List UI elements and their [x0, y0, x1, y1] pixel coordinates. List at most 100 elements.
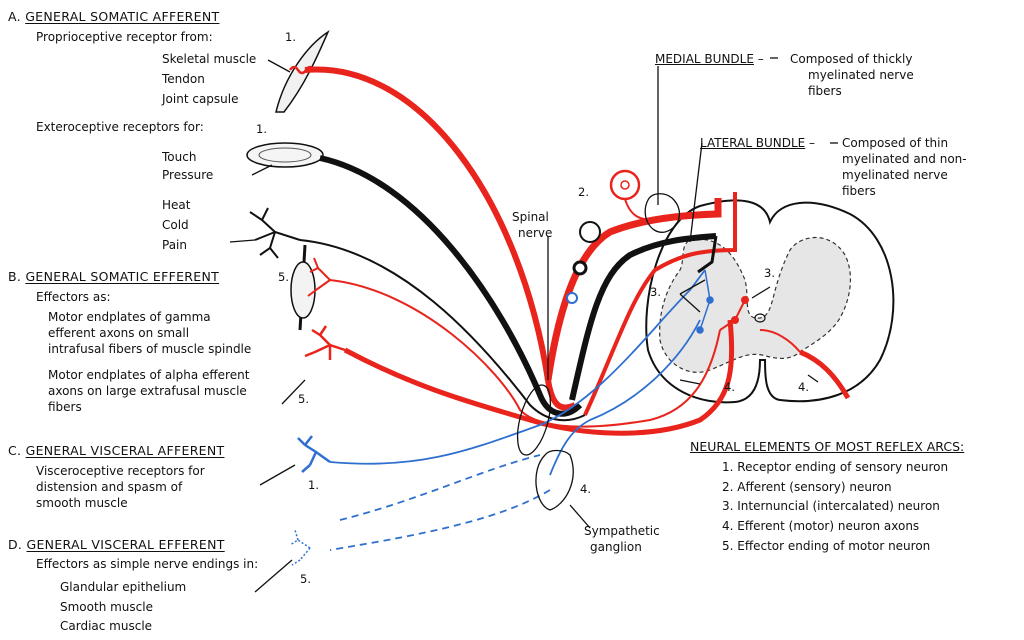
section-b-title: GENERAL SOMATIC EFFERENT [25, 269, 220, 284]
ganglion-cell-blue [566, 292, 578, 304]
gamma-line-2: efferent axons on small [48, 326, 190, 340]
medial-bundle-black [569, 233, 717, 401]
medial-bundle-desc-3: fibers [808, 84, 842, 98]
legend-item-1: 1. Receptor ending of sensory neuron [722, 460, 949, 474]
marker-1-muscle: 1. [285, 30, 296, 44]
section-d-title: GENERAL VISCERAL EFFERENT [26, 537, 225, 552]
legend-item-2: 2. Afferent (sensory) neuron [722, 480, 892, 494]
lateral-bundle-desc-2: myelinated and non- [842, 152, 967, 166]
item-cold: Cold [162, 218, 189, 232]
item-tendon: Tendon [162, 72, 205, 86]
medial-bundle-desc-1: Composed of thickly [790, 52, 913, 66]
sympathetic-ganglion-label-2: ganglion [590, 540, 642, 554]
sympathetic-ganglion-outline [535, 449, 574, 511]
visceral-efferent-preganglionic [549, 319, 701, 476]
gray-matter [659, 237, 851, 373]
spinal-nerve-sheath [516, 384, 552, 456]
visceroceptive-line-3: smooth muscle [36, 496, 128, 510]
marker-5-spindle: 5. [278, 270, 289, 284]
dorsal-root-ganglion-outline [644, 193, 681, 233]
marker-4-cord-left: 4. [724, 380, 735, 394]
lateral-bundle-title: LATERAL BUNDLE [700, 136, 806, 150]
item-heat: Heat [162, 198, 191, 212]
spinal-nerve-label-2: nerve [518, 226, 553, 240]
internuncial-neurons [719, 296, 801, 353]
section-d-heading: D. GENERAL VISCERAL EFFERENT [8, 538, 225, 552]
alpha-line-2: axons on large extrafusal muscle [48, 384, 247, 398]
medial-bundle-title: MEDIAL BUNDLE [655, 52, 754, 66]
visceroceptive-line-2: distension and spasm of [36, 480, 183, 494]
contralateral-fiber [799, 349, 851, 400]
section-b-letter: B. [8, 269, 22, 284]
section-a-heading: A. GENERAL SOMATIC AFFERENT [8, 10, 219, 24]
item-joint-capsule: Joint capsule [162, 92, 239, 106]
visceral-afferent-fiber [329, 269, 706, 465]
medial-bundle-thick-red [544, 198, 722, 381]
item-touch: Touch [162, 150, 197, 164]
section-a-letter: A. [8, 9, 21, 24]
visceral-effector-icon [289, 529, 311, 566]
item-skeletal-muscle: Skeletal muscle [162, 52, 257, 66]
lateral-bundle-label: LATERAL BUNDLE – [700, 136, 816, 150]
ganglion-cell-small [572, 260, 588, 276]
pain-fiber [299, 239, 586, 422]
item-pressure: Pressure [162, 168, 214, 182]
visceroceptor-icon [297, 435, 331, 473]
legend-title: NEURAL ELEMENTS OF MOST REFLEX ARCS: [690, 439, 965, 454]
blue-cord-neurons [696, 269, 714, 334]
leader-lines [229, 57, 838, 593]
effectors-label: Effectors as: [36, 290, 111, 304]
marker-1-visceral: 1. [308, 478, 319, 492]
marker-5-visceral: 5. [300, 572, 311, 586]
legend-item-3: 3. Internuncial (intercalated) neuron [722, 499, 940, 513]
lateral-bundle-desc-4: fibers [842, 184, 876, 198]
marker-3-left: 3. [650, 285, 661, 299]
pacinian-corpuscle-icon [246, 142, 324, 168]
item-smooth-muscle: Smooth muscle [60, 600, 153, 614]
section-b-heading: B. GENERAL SOMATIC EFFERENT [8, 270, 219, 284]
exteroceptive-label: Exteroceptive receptors for: [36, 120, 204, 134]
item-glandular-epithelium: Glandular epithelium [60, 580, 187, 594]
alpha-efferent-fiber [343, 319, 735, 436]
visceral-effectors-label: Effectors as simple nerve endings in: [36, 557, 259, 571]
visceral-efferent-postganglionic [329, 489, 551, 551]
gamma-line-3: intrafusal fibers of muscle spindle [48, 342, 252, 356]
lateral-bundle-desc-1: Composed of thin [842, 136, 949, 150]
gamma-endplate-icon [307, 257, 331, 297]
touch-pressure-fiber [319, 155, 583, 417]
free-nerve-ending-icon [249, 207, 301, 259]
proprioceptive-label: Proprioceptive receptor from: [36, 30, 213, 44]
section-d-letter: D. [8, 537, 23, 552]
alpha-line-1: Motor endplates of alpha efferent [48, 368, 250, 382]
lateral-bundle-desc-3: myelinated nerve [842, 168, 948, 182]
alpha-line-3: fibers [48, 400, 82, 414]
section-a-title: GENERAL SOMATIC AFFERENT [25, 9, 220, 24]
black-cord-neuron [697, 235, 718, 274]
sympathetic-ganglion-label-1: Sympathetic [584, 524, 660, 538]
medial-bundle-label: MEDIAL BUNDLE – [655, 52, 764, 66]
medial-bundle-desc-2: myelinated nerve [808, 68, 914, 82]
section-c-title: GENERAL VISCERAL AFFERENT [25, 443, 225, 458]
marker-1-corpuscle: 1. [256, 122, 267, 136]
marker-4-cord-right: 4. [798, 380, 809, 394]
central-canal [754, 313, 766, 323]
legend-item-5: 5. Effector ending of motor neuron [722, 539, 931, 553]
marker-5-alpha: 5. [298, 392, 309, 406]
marker-3-right: 3. [764, 266, 775, 280]
marker-2: 2. [578, 185, 589, 199]
legend-item-4: 4. Efferent (motor) neuron axons [722, 519, 920, 533]
ganglion-cell-red [609, 169, 641, 201]
proprioceptive-fiber [304, 66, 577, 411]
visceroceptive-line-1: Visceroceptive receptors for [36, 464, 205, 478]
visceral-afferent-dashed [339, 454, 541, 521]
item-cardiac-muscle: Cardiac muscle [60, 619, 153, 633]
alpha-endplate-icon [304, 325, 346, 360]
lateral-bundle-red [583, 192, 737, 416]
gamma-line-1: Motor endplates of gamma [48, 310, 211, 324]
spinal-nerve-label-1: Spinal [512, 210, 549, 224]
item-pain: Pain [162, 238, 187, 252]
ganglion-cell-black [579, 221, 601, 243]
muscle-spindle-b-icon [290, 244, 316, 331]
